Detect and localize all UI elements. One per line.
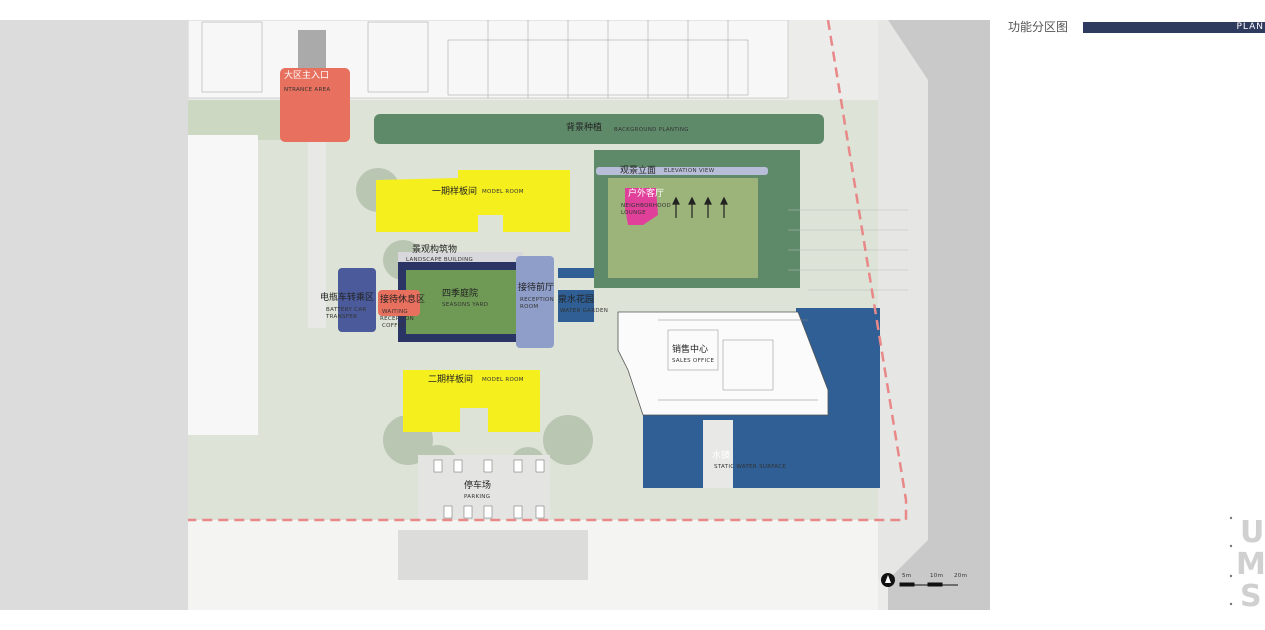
seasons-yard-zone — [406, 270, 518, 334]
waiting-zone — [378, 290, 420, 316]
waiting-label-cn: 接待休息区 — [380, 295, 426, 305]
site-boundary-line — [188, 20, 908, 522]
water-surface-label-en: STATIC WATER SURFACE — [714, 464, 787, 470]
scale-label-5m: 5m — [902, 573, 912, 579]
lounge-label-en-2: LOUNGE — [621, 210, 646, 216]
elevation-view-label-en: ELEVATION VIEW — [664, 168, 715, 174]
battery-label-en-1: BATTERY CAR — [326, 307, 367, 313]
reception-label-cn: 接待前厅 — [518, 283, 555, 293]
header-bar: PLAN — [1083, 22, 1265, 33]
reception-label-en-2: ROOM — [520, 304, 539, 310]
model-room-1-zone — [376, 170, 570, 232]
lounge-label-en-1: NEIGHBORHOOD — [621, 203, 672, 209]
background-planting-label-en: BACKGROUND PLANTING — [614, 127, 689, 133]
scale-label-10m: 10m — [930, 573, 944, 579]
water-surface-label-cn: 水镜 — [712, 451, 731, 461]
entrance-zone — [280, 68, 350, 142]
battery-label-en-2: TRANSFER — [326, 314, 358, 320]
reception-label-en-1: RECEPTION — [520, 297, 555, 303]
landscape-building-label-cn: 景观构筑物 — [412, 245, 458, 255]
background-planting-label-cn: 背景种植 — [566, 123, 603, 133]
left-margin-panel — [0, 20, 188, 610]
entrance-label-en: NTRANCE AREA — [284, 87, 331, 93]
waiting-label-en-2: RECEPTION — [380, 316, 415, 322]
model-room-2-label-cn: 二期样板间 — [428, 375, 474, 385]
lounge-label-cn: 户外客厅 — [628, 189, 665, 199]
waiting-label-en-1: WAITING — [382, 309, 408, 315]
page-header: 功能分区图 PLAN — [1008, 20, 1265, 34]
water-garden-zone — [558, 290, 594, 322]
seasons-yard-label-cn: 四季庭院 — [442, 289, 479, 299]
parking-label-cn: 停车场 — [464, 481, 492, 491]
scale-label-20m: 20m — [954, 573, 968, 579]
elevation-view-label-cn: 观景立面 — [620, 166, 657, 176]
svg-text:U: U — [1240, 515, 1264, 550]
battery-label-cn: 电瓶车转乘区 — [320, 293, 375, 303]
waiting-label-en-3: COFFEE — [382, 323, 406, 329]
parking-label-en: PARKING — [464, 494, 491, 500]
svg-text:S: S — [1240, 579, 1262, 610]
svg-text:M: M — [1236, 547, 1265, 582]
site-plan-drawing — [188, 20, 990, 610]
background-planting-zone — [374, 114, 824, 144]
ums-logo: U M S — [1228, 512, 1265, 614]
model-room-2-zone — [403, 370, 540, 432]
model-room-1-label-en: MODEL ROOM — [482, 189, 524, 195]
reception-zone — [516, 256, 554, 348]
water-garden-label-cn: 泉水花园 — [558, 295, 595, 305]
landscape-building-label-en: LANDSCAPE BUILDING — [406, 257, 474, 263]
site-plan-map: 大区主入口 NTRANCE AREA 背景种植 BACKGROUND PLANT… — [188, 20, 990, 610]
sales-office-label-en: SALES OFFICE — [672, 358, 715, 364]
ums-logo-icon: U M S — [1229, 515, 1265, 614]
plan-label: PLAN — [1236, 22, 1264, 32]
lounge-zone — [625, 188, 658, 225]
water-garden-label-en: WATER GARDEN — [560, 308, 609, 314]
model-room-2-label-en: MODEL ROOM — [482, 377, 524, 383]
sales-office-label-cn: 销售中心 — [672, 345, 709, 355]
page-title: 功能分区图 — [1008, 20, 1069, 34]
entrance-label-cn: 大区主入口 — [284, 71, 330, 81]
water-surface-zone — [643, 308, 880, 488]
model-room-1-label-cn: 一期样板间 — [432, 187, 478, 197]
seasons-yard-label-en: SEASONS YARD — [442, 302, 489, 308]
battery-car-zone — [338, 268, 376, 332]
